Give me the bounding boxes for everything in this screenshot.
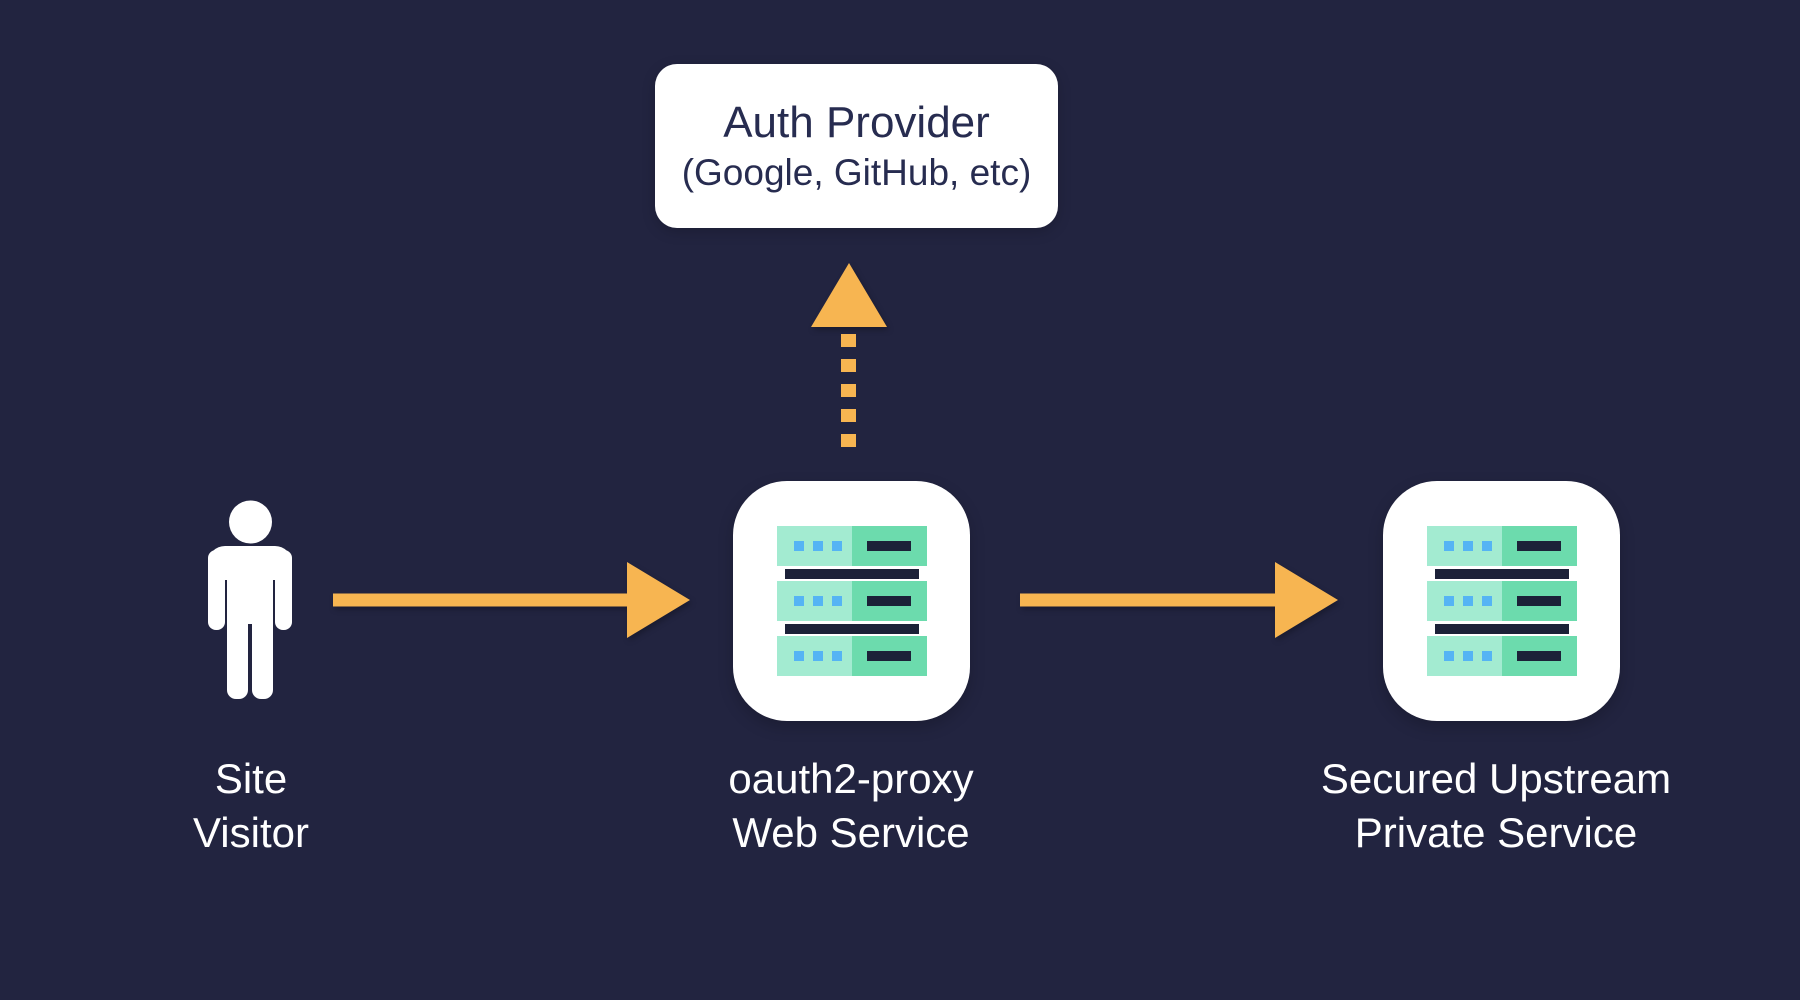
server-led (1481, 541, 1492, 551)
server-led (793, 596, 804, 606)
server-slot (867, 651, 911, 661)
server-led (1443, 596, 1454, 606)
server-slot (1517, 651, 1561, 661)
auth-provider-title: Auth Provider (723, 98, 990, 147)
server-slot (867, 541, 911, 551)
server-rail (784, 623, 919, 634)
server-icon (1426, 526, 1577, 676)
server-slot (867, 596, 911, 606)
oauth2-proxy-label-line1: oauth2-proxy (728, 755, 974, 802)
arrow-right-icon (333, 562, 690, 638)
server-led (812, 596, 823, 606)
arrow-up-dashed-line (841, 334, 856, 450)
server-led (812, 651, 823, 661)
server-led (793, 651, 804, 661)
server-led (793, 541, 804, 551)
server-unit (776, 636, 927, 676)
auth-provider-subtitle: (Google, GitHub, etc) (681, 152, 1032, 193)
server-icon (776, 526, 927, 676)
server-led (1462, 651, 1473, 661)
secured-upstream-label-line2: Private Service (1354, 809, 1638, 856)
server-rail (784, 568, 919, 579)
server-slot (1517, 541, 1561, 551)
secured-upstream-label: Secured Upstream Private Service (1246, 752, 1746, 860)
oauth2-proxy-label-line2: Web Service (732, 809, 970, 856)
server-slot (1517, 596, 1561, 606)
secured-upstream-node (1383, 481, 1620, 721)
server-rail (1434, 623, 1569, 634)
server-rail (1434, 568, 1569, 579)
server-led (831, 541, 842, 551)
site-visitor-label-line1: Site (214, 755, 288, 802)
server-led (831, 651, 842, 661)
server-led (1462, 596, 1473, 606)
site-visitor-label: Site Visitor (1, 752, 501, 860)
server-unit (1426, 636, 1577, 676)
auth-provider-box: Auth Provider (Google, GitHub, etc) (655, 64, 1058, 228)
server-unit (776, 581, 927, 621)
server-led (1462, 541, 1473, 551)
person-icon (208, 500, 292, 699)
server-led (1443, 541, 1454, 551)
arrow-right-icon (1020, 562, 1338, 638)
server-led (1443, 651, 1454, 661)
server-led (812, 541, 823, 551)
server-led (831, 596, 842, 606)
secured-upstream-label-line1: Secured Upstream (1320, 755, 1672, 802)
server-led (1481, 596, 1492, 606)
oauth2-proxy-label: oauth2-proxy Web Service (601, 752, 1101, 860)
server-unit (1426, 581, 1577, 621)
server-led (1481, 651, 1492, 661)
arrow-up-dashed-icon (811, 263, 887, 327)
oauth2-proxy-node (733, 481, 970, 721)
server-unit (776, 526, 927, 566)
server-unit (1426, 526, 1577, 566)
site-visitor-label-line2: Visitor (193, 809, 309, 856)
